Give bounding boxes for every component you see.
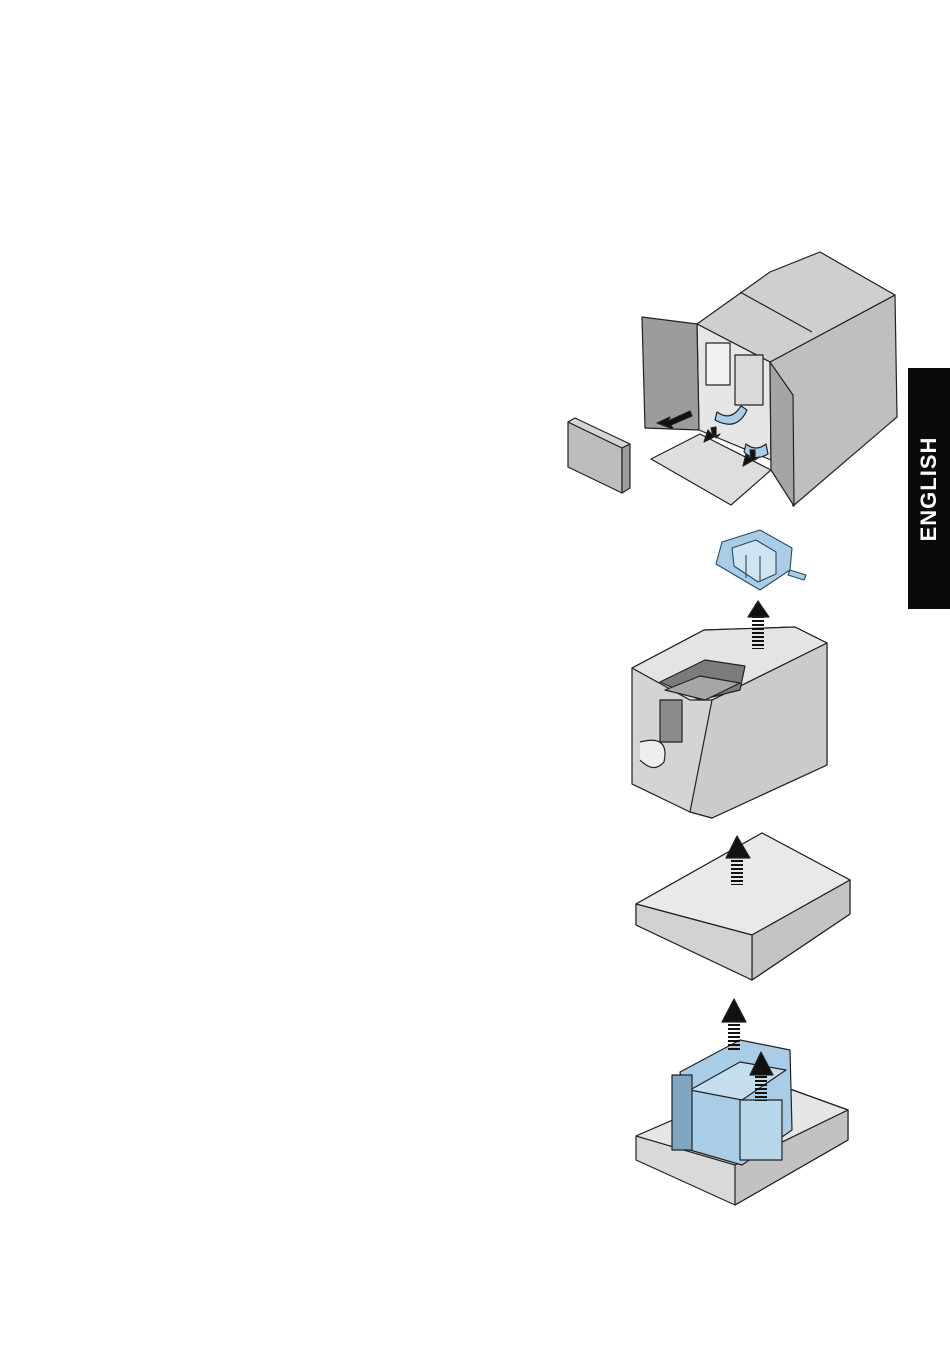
packaging-insert-figure (716, 530, 806, 590)
foam-lid-figure (636, 833, 850, 980)
open-carton-figure (568, 252, 897, 506)
machine-in-base-figure (636, 999, 848, 1205)
foam-block-figure (632, 601, 827, 818)
